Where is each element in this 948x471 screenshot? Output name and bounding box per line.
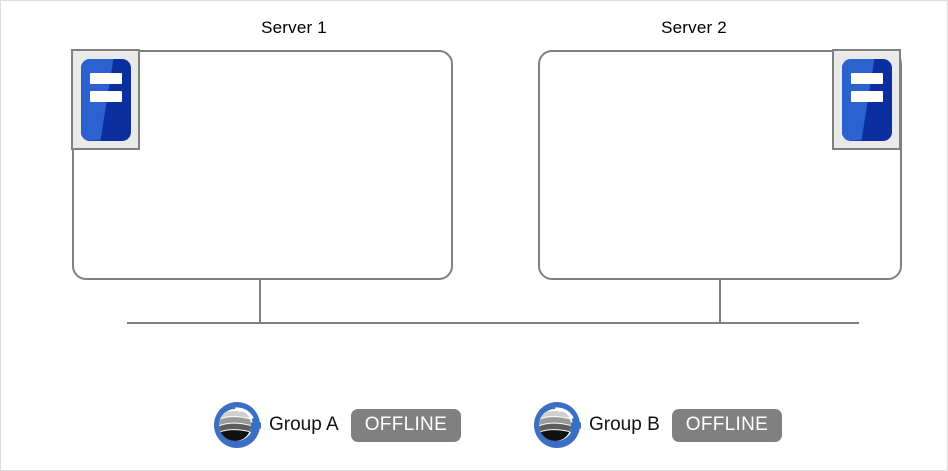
group-b-label: Group B xyxy=(589,414,660,435)
server-2-title: Server 2 xyxy=(661,18,727,37)
group-a-row: Group A OFFLINE xyxy=(209,397,462,453)
globe-g-logo-icon xyxy=(534,402,581,448)
group-a-status-badge[interactable]: OFFLINE xyxy=(350,408,462,442)
server-icon-bar-top xyxy=(850,72,883,84)
network-bus-line xyxy=(127,322,859,324)
group-b-status-badge[interactable]: OFFLINE xyxy=(671,408,783,442)
server-1-title: Server 1 xyxy=(261,18,327,37)
server-1-icon-frame[interactable] xyxy=(71,49,140,150)
group-b-row: Group B OFFLINE xyxy=(529,397,783,453)
server-2-icon-frame[interactable] xyxy=(832,49,901,150)
server-icon xyxy=(841,58,892,141)
server-icon-bar-bottom xyxy=(850,90,883,102)
globe-g-logo-icon xyxy=(214,402,261,448)
server-icon xyxy=(80,58,131,141)
server-1-drop-line xyxy=(259,278,261,324)
server-icon-bar-bottom xyxy=(89,90,122,102)
server-icon-bar-top xyxy=(89,72,122,84)
group-a-label: Group A xyxy=(269,414,339,435)
server-2-drop-line xyxy=(719,278,721,324)
